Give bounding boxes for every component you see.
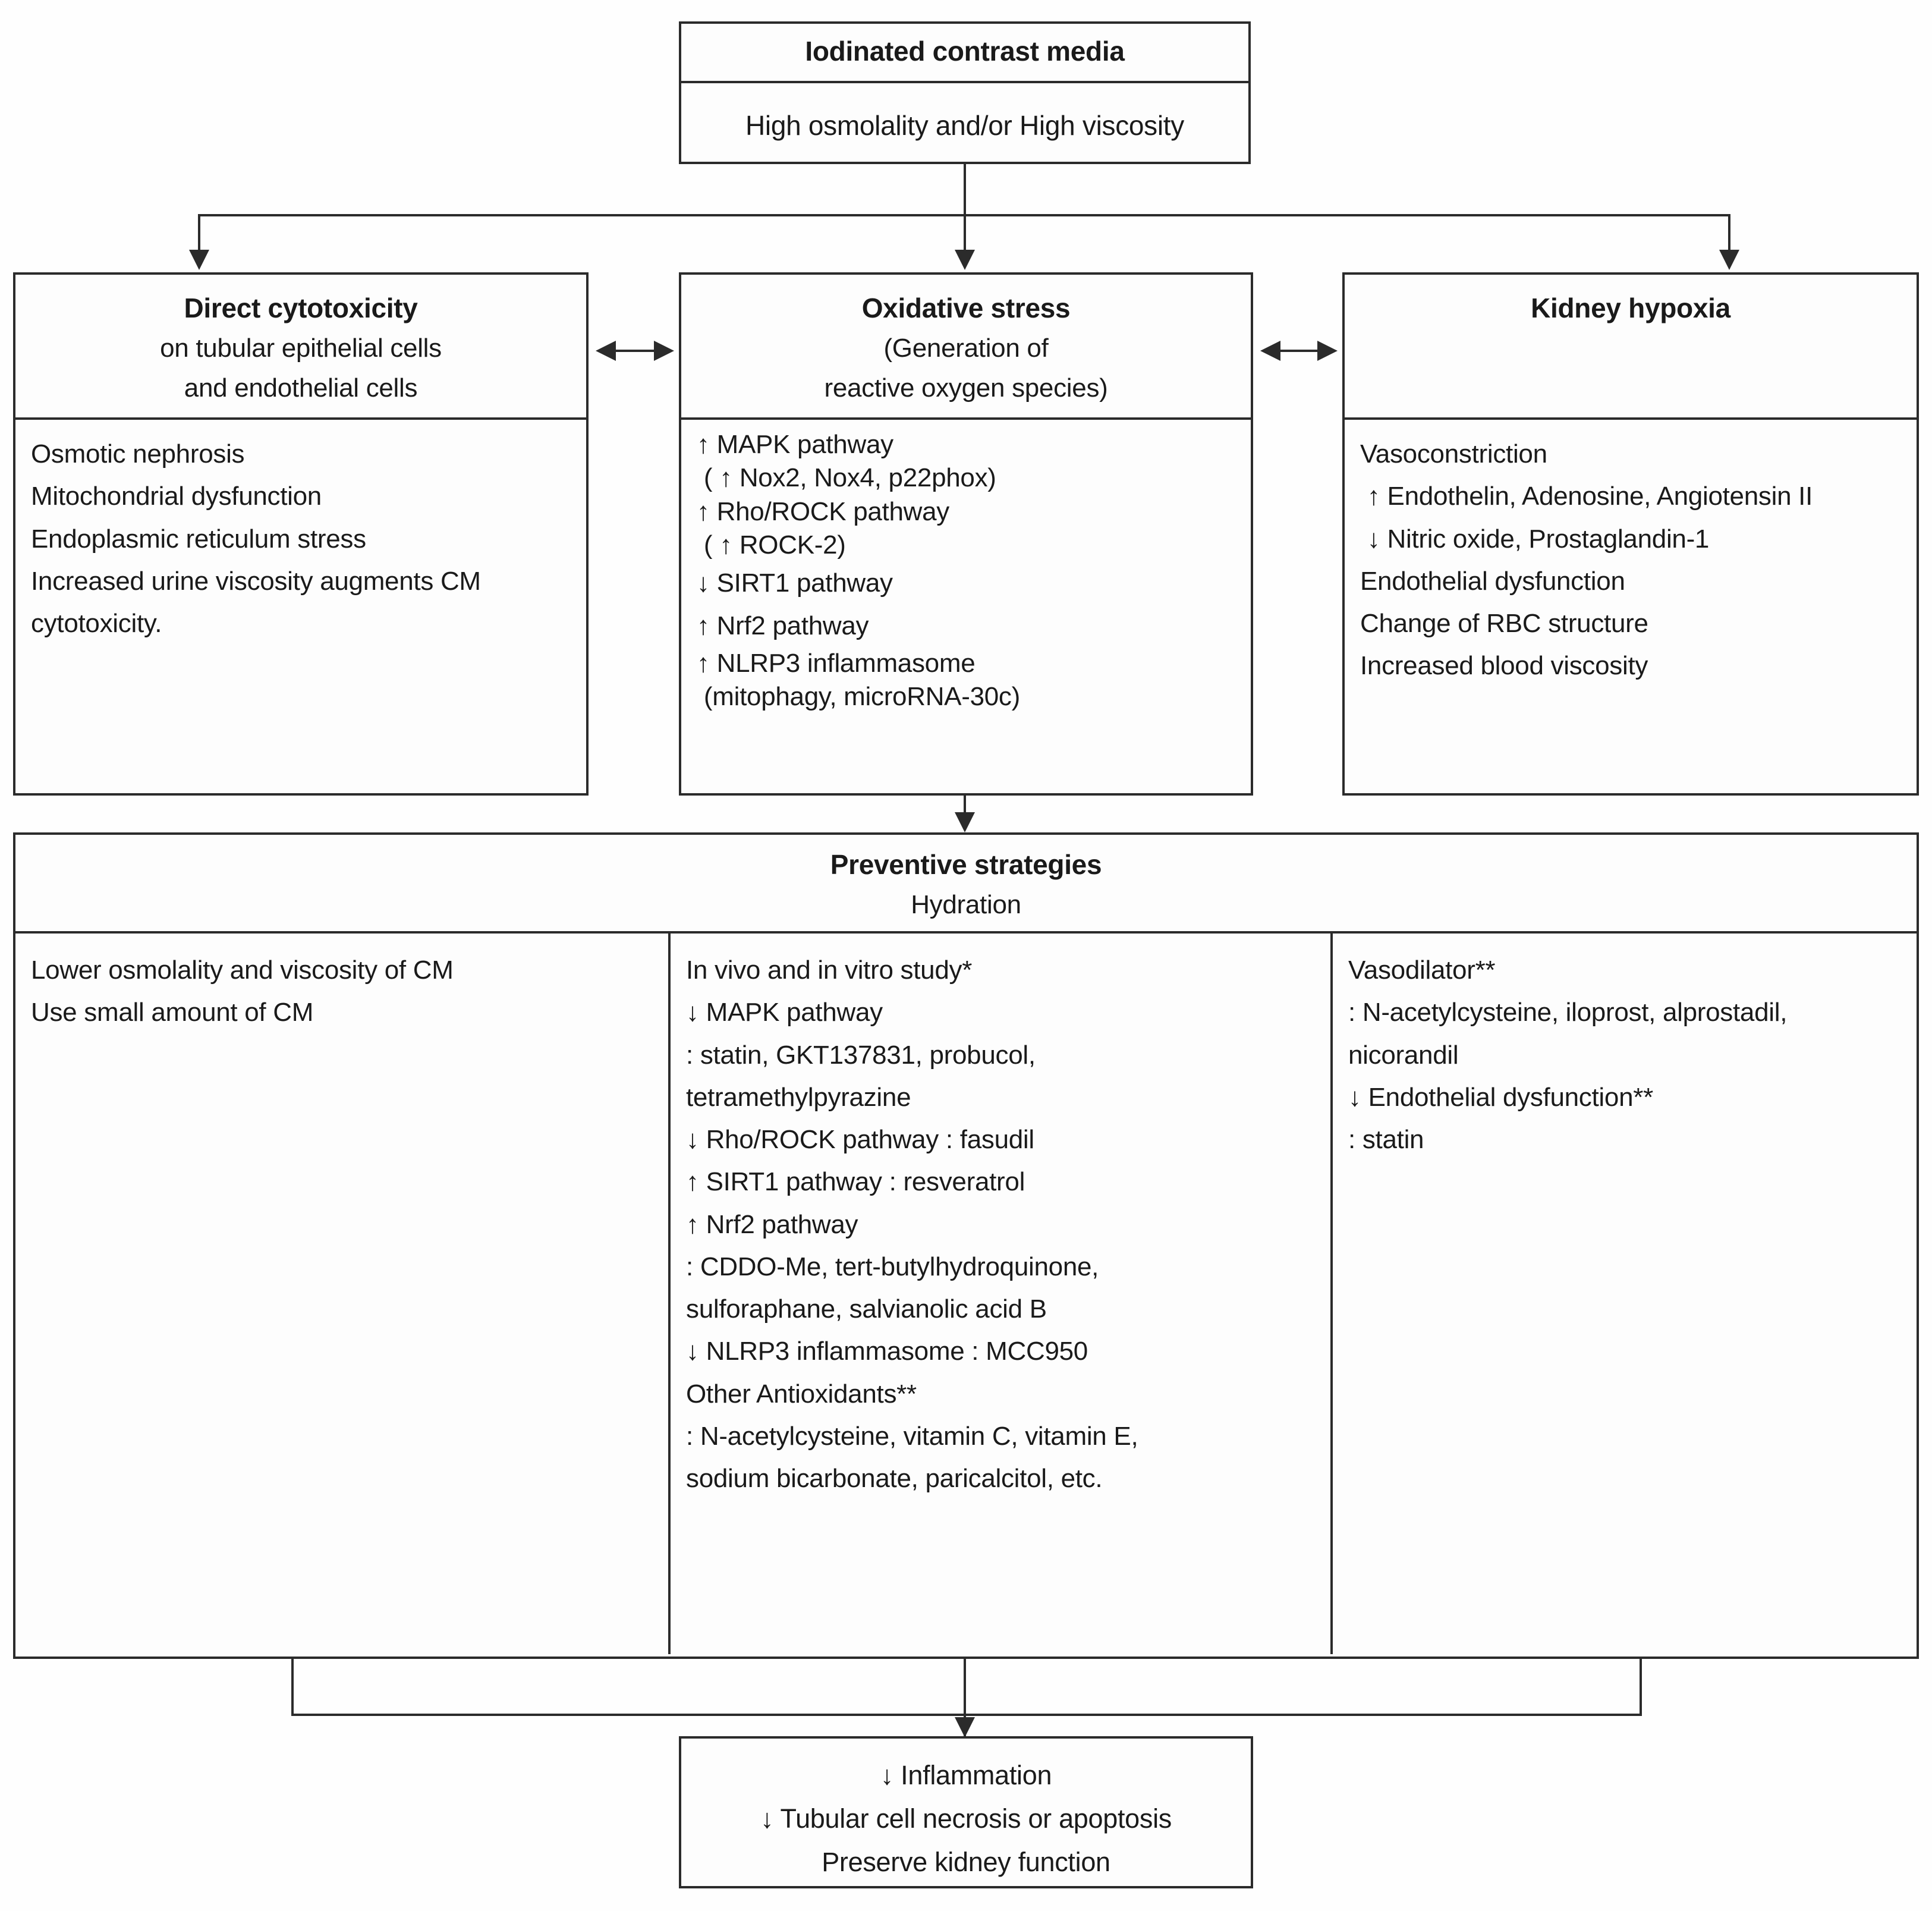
list-item: ↓ Nitric oxide, Prostaglandin-1 — [1360, 524, 1710, 554]
node-header: Iodinated contrast media — [681, 24, 1248, 83]
node-header: Kidney hypoxia — [1345, 275, 1917, 420]
list-item: nicorandil — [1348, 1040, 1459, 1070]
node-title: Iodinated contrast media — [805, 36, 1125, 67]
list-item: : statin, GKT137831, probucol, — [686, 1040, 1036, 1070]
list-item: Vasoconstriction — [1360, 439, 1547, 469]
node-title: Oxidative stress — [861, 293, 1071, 323]
list-item: ↓ MAPK pathway — [686, 998, 883, 1027]
node-body: High osmolality and/or High viscosity — [681, 83, 1248, 161]
list-item: ↑ Rho/ROCK pathway — [697, 496, 949, 526]
list-item: ↓ Endothelial dysfunction** — [1348, 1082, 1653, 1112]
list-item: Vasodilator** — [1348, 956, 1496, 985]
node-direct-cytotoxicity: Direct cytotoxicity on tubular epithelia… — [13, 272, 589, 796]
node-subtitle-line-1: on tubular epithelial cells — [160, 334, 442, 363]
list-item: Lower osmolality and viscosity of CM — [31, 956, 454, 985]
list-item: ↑ Endothelin, Adenosine, Angiotensin II — [1360, 482, 1813, 511]
node-subtitle: High osmolality and/or High viscosity — [745, 110, 1184, 141]
connector-mid-right — [1272, 350, 1326, 352]
arrowhead-mid-right-west — [1260, 341, 1280, 361]
list-item: : CDDO-Me, tert-butylhydroquinone, — [686, 1252, 1099, 1281]
list-item: ↑ MAPK pathway — [697, 430, 893, 459]
list-item: ↓ Tubular cell necrosis or apoptosis — [760, 1803, 1172, 1834]
arrowhead-mid-right-east — [1317, 341, 1338, 361]
node-subtitle: Hydration — [911, 890, 1021, 919]
arrowhead-to-oxidative-stress — [955, 250, 975, 270]
node-outcome: ↓ Inflammation ↓ Tubular cell necrosis o… — [679, 1736, 1253, 1888]
column-vasodilator: Vasodilator** : N-acetylcysteine, ilopro… — [1333, 934, 1917, 1654]
node-body: ↓ Inflammation ↓ Tubular cell necrosis o… — [681, 1739, 1251, 1897]
node-oxidative-stress: Oxidative stress (Generation of reactive… — [679, 272, 1253, 796]
list-item: (mitophagy, microRNA-30c) — [697, 682, 1020, 712]
node-subtitle-line-1: (Generation of — [883, 334, 1049, 363]
arrowhead-to-kidney-hypoxia — [1719, 250, 1739, 270]
node-header: Oxidative stress (Generation of reactive… — [681, 275, 1251, 420]
node-subtitle-line-2: reactive oxygen species) — [824, 373, 1108, 403]
connector-left-mid — [608, 350, 662, 352]
list-item: Mitochondrial dysfunction — [31, 482, 322, 511]
column-in-vivo-in-vitro-study: In vivo and in vitro study* ↓ MAPK pathw… — [668, 934, 1333, 1654]
list-item: ↑ Nrf2 pathway — [686, 1209, 858, 1239]
list-item: ↓ Rho/ROCK pathway : fasudil — [686, 1125, 1034, 1155]
list-item: Preserve kidney function — [822, 1846, 1110, 1877]
node-subtitle-line-2: and endothelial cells — [184, 373, 418, 403]
list-item: Use small amount of CM — [31, 998, 314, 1027]
arrowhead-to-outcome — [955, 1717, 975, 1737]
node-iodinated-contrast-media: Iodinated contrast media High osmolality… — [679, 21, 1251, 164]
arrowhead-to-direct-cytotoxicity — [189, 250, 209, 270]
node-body: ↑ MAPK pathway ( ↑ Nox2, Nox4, p22phox) … — [681, 420, 1251, 727]
arrowhead-left-mid-west — [596, 341, 616, 361]
list-item: Other Antioxidants** — [686, 1379, 917, 1409]
node-title: Preventive strategies — [830, 849, 1102, 880]
list-item: ↑ NLRP3 inflammasome — [697, 648, 976, 678]
list-item: Osmotic nephrosis — [31, 439, 245, 469]
list-item: Increased blood viscosity — [1360, 651, 1648, 681]
list-item: ↓ SIRT1 pathway — [697, 568, 893, 598]
list-item: cytotoxicity. — [31, 609, 162, 639]
connector-to-direct-cytotoxicity — [198, 214, 200, 251]
list-item: Change of RBC structure — [1360, 609, 1648, 639]
list-item: ↑ SIRT1 pathway : resveratrol — [686, 1167, 1025, 1197]
list-item: : N-acetylcysteine, vitamin C, vitamin E… — [686, 1421, 1138, 1451]
connector-oxidative-to-preventive — [964, 796, 966, 819]
node-kidney-hypoxia: Kidney hypoxia Vasoconstriction ↑ Endoth… — [1342, 272, 1919, 796]
node-header: Direct cytotoxicity on tubular epithelia… — [15, 275, 586, 420]
connector-prevent-right-drop — [1640, 1659, 1642, 1716]
list-item: : N-acetylcysteine, iloprost, alprostadi… — [1348, 998, 1788, 1027]
list-item: sulforaphane, salvianolic acid B — [686, 1294, 1047, 1324]
connector-top-stem — [964, 164, 966, 215]
connector-prevent-to-outcome — [964, 1659, 966, 1736]
list-item: ( ↑ ROCK-2) — [697, 530, 846, 560]
list-item: ↓ NLRP3 inflammasome : MCC950 — [686, 1337, 1088, 1366]
connector-to-oxidative-stress — [964, 214, 966, 251]
list-item: Endoplasmic reticulum stress — [31, 524, 366, 554]
connector-prevent-bus — [291, 1714, 1642, 1716]
list-item: Increased urine viscosity augments CM — [31, 566, 481, 596]
list-item: ↑ Nrf2 pathway — [697, 611, 869, 640]
list-item: tetramethylpyrazine — [686, 1082, 911, 1112]
node-header: Preventive strategies Hydration — [15, 835, 1917, 934]
node-title: Kidney hypoxia — [1531, 293, 1730, 323]
list-item: ↓ Inflammation — [880, 1760, 1052, 1790]
list-item: Endothelial dysfunction — [1360, 566, 1625, 596]
connector-to-kidney-hypoxia — [1728, 214, 1730, 251]
list-item: : statin — [1348, 1125, 1424, 1155]
node-body: Osmotic nephrosis Mitochondrial dysfunct… — [15, 420, 586, 658]
arrowhead-to-preventive — [955, 812, 975, 832]
node-title: Direct cytotoxicity — [184, 293, 418, 323]
preventive-columns: Lower osmolality and viscosity of CM Use… — [15, 934, 1917, 1654]
list-item: In vivo and in vitro study* — [686, 956, 973, 985]
connector-prevent-left-drop — [291, 1659, 294, 1716]
node-body: Vasoconstriction ↑ Endothelin, Adenosine… — [1345, 420, 1917, 700]
arrowhead-left-mid-east — [654, 341, 674, 361]
list-item: sodium bicarbonate, paricalcitol, etc. — [686, 1464, 1103, 1494]
column-contrast-media-measures: Lower osmolality and viscosity of CM Use… — [15, 934, 668, 1654]
node-preventive-strategies: Preventive strategies Hydration Lower os… — [13, 832, 1919, 1659]
list-item: ( ↑ Nox2, Nox4, p22phox) — [697, 463, 996, 493]
